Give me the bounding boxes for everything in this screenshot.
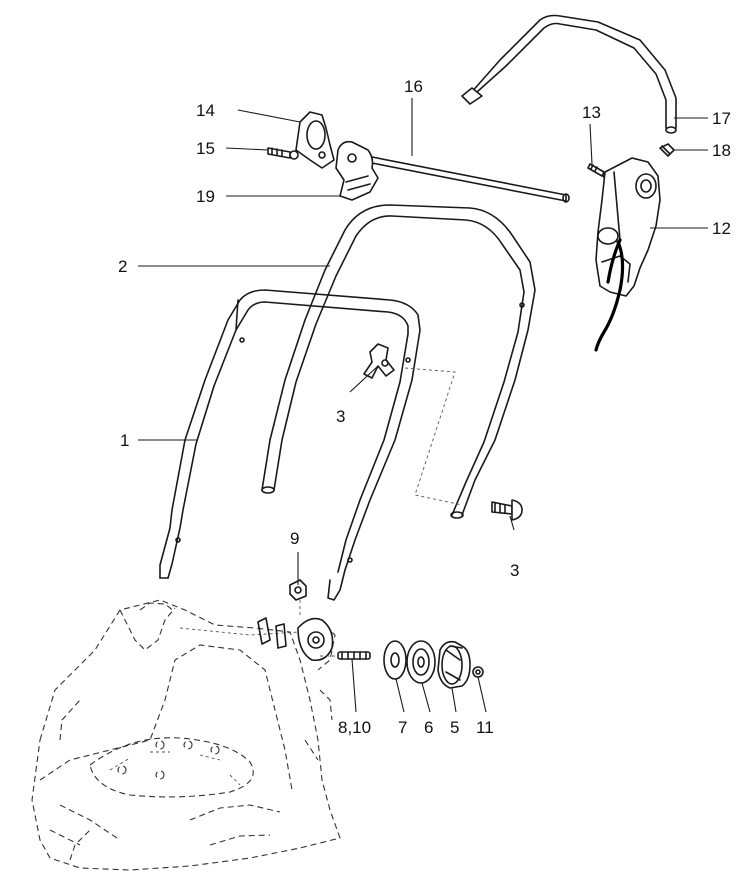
callout-3-lower: 3 bbox=[510, 561, 519, 580]
callout-14: 14 bbox=[196, 101, 215, 120]
part-16-rod bbox=[371, 156, 570, 203]
callout-2: 2 bbox=[118, 257, 127, 276]
deck-bracket bbox=[257, 617, 334, 662]
part-5-knob bbox=[437, 640, 471, 689]
part-3-carriage-bolt bbox=[491, 499, 523, 521]
callout-18: 18 bbox=[712, 141, 731, 160]
callout-17: 17 bbox=[712, 109, 731, 128]
part-17-bail bbox=[461, 14, 677, 134]
callout-12: 12 bbox=[712, 219, 731, 238]
part-7-washer bbox=[383, 640, 407, 680]
part-9-nut bbox=[289, 579, 307, 615]
callout-6: 6 bbox=[424, 718, 433, 737]
callout-3-upper: 3 bbox=[336, 407, 345, 426]
part-1-lower-handle bbox=[159, 289, 421, 601]
callout-9: 9 bbox=[290, 529, 299, 548]
part-14-clamp bbox=[295, 111, 335, 169]
leader-lines bbox=[138, 98, 708, 713]
part-19-lever bbox=[335, 140, 379, 201]
callout-1: 1 bbox=[120, 431, 129, 450]
part-8-10-bolt bbox=[320, 651, 371, 660]
callout-19: 19 bbox=[196, 187, 215, 206]
part-18-clip bbox=[659, 143, 675, 157]
part-6-spacer bbox=[406, 640, 436, 684]
callout-16: 16 bbox=[404, 77, 423, 96]
callout-11: 11 bbox=[476, 718, 494, 737]
callout-5: 5 bbox=[450, 718, 459, 737]
callout-15: 15 bbox=[196, 139, 215, 158]
guide-3-upper bbox=[404, 367, 463, 506]
part-15-screw bbox=[267, 147, 299, 160]
part-12-switch-box bbox=[594, 157, 661, 352]
part-11-nut bbox=[472, 666, 484, 678]
part-3-wing-bolt bbox=[363, 343, 395, 379]
callout-8-10: 8,10 bbox=[338, 718, 371, 737]
part-2-upper-handle bbox=[261, 204, 536, 519]
callout-7: 7 bbox=[398, 718, 407, 737]
callout-labels: 14 15 19 16 13 17 18 12 2 1 3 3 9 8,10 7… bbox=[118, 77, 731, 737]
callout-13: 13 bbox=[582, 103, 601, 122]
mower-deck bbox=[31, 599, 341, 871]
